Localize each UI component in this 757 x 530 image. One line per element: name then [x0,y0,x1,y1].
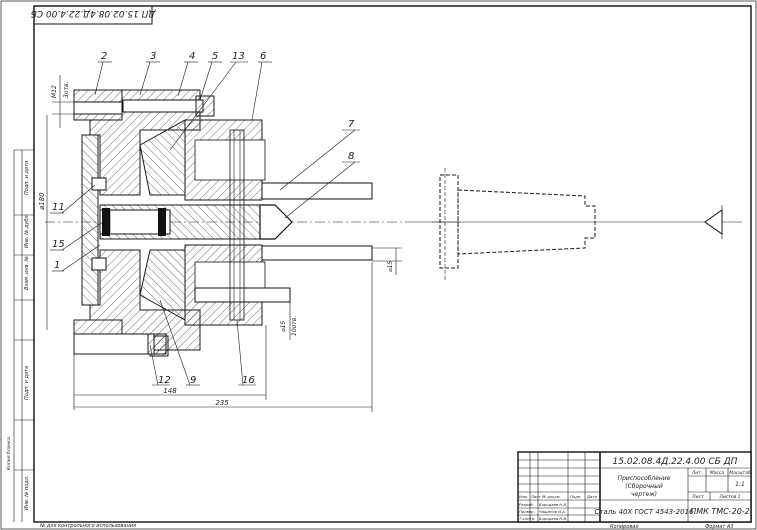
tb-row-sign: Подп. [570,494,582,499]
strip-label-3: Взам. инв. № [24,256,30,290]
strip-label-4: Подп. и дата [24,366,30,400]
tb-sheet: Лист [691,494,704,500]
strip-label-5: Инв. № подл. [24,476,30,511]
dim-d15b: ⌀15 [280,321,287,332]
dim-235: 235 [215,399,229,407]
callout-12: 12 [158,375,171,386]
drawing-frame [33,5,752,523]
tb-name-b: Чащинов И.А. [539,509,566,514]
tb-row-date: Дата [586,494,598,499]
callout-3: 3 [150,51,156,62]
dim-d180: ⌀180 [38,192,46,210]
dim-148: 148 [163,387,177,395]
callout-4: 4 [189,51,195,62]
callouts: 2 3 4 5 13 6 7 8 11 15 1 12 9 16 [50,51,360,386]
tb-col-mass: Масса [710,470,725,476]
dim-depth: 3отв. [63,81,70,98]
callout-13: 13 [232,51,245,62]
tb-copied: Копировал [610,524,639,530]
tb-row-doc: № докум. [541,494,561,499]
tb-col-scale: Масштаб [729,470,751,476]
code-box [33,5,153,25]
tb-col-lit: Лит. [691,470,702,476]
tb-scale-value: 1:1 [735,481,745,488]
tb-sheets: Листов 1 [718,494,740,500]
tb-format: Формат А3 [705,524,733,530]
callout-8: 8 [348,151,354,162]
dim-m12: М12 [51,85,58,98]
dim-holes: 10отв. [291,316,298,336]
tb-row-izm: Изм. [519,494,528,499]
tb-code: 15.02.08.4Д.22.4.00 СБ ДП [613,457,738,467]
tb-name-2: (Сборочный [625,483,663,490]
tb-name-a: Бородаев Н.В. [539,502,567,507]
callout-6: 6 [260,51,266,62]
callout-2: 2 [101,51,107,62]
callout-7: 7 [348,119,355,130]
callout-5: 5 [212,51,218,62]
tb-name-1: Приспособление [618,475,671,482]
strip-label-1: Подп. и дата [24,161,30,195]
left-strip: Подп. и дата Инв. № дубл. Взам. инв. № П… [6,149,34,522]
tb-row-list: Лист [530,494,541,499]
tb-name-3: чертеж) [631,491,657,498]
callout-1: 1 [54,260,60,271]
tb-org: ПМК ТМС-20-2 [690,507,750,516]
callout-9: 9 [190,375,196,386]
callout-16: 16 [242,375,255,386]
tb-role-1: Разраб. [519,502,534,507]
title-block: 15.02.08.4Д.22.4.00 СБ ДП Приспособление… [517,451,752,530]
tb-role-2: Провер. [519,509,535,514]
tb-material: Сталь 40Х ГОСТ 4543-2016 [595,508,695,516]
workpiece-view [432,168,742,282]
callout-15: 15 [52,239,65,250]
assembly-section [45,89,720,357]
strip-label-2: Инв. № дубл. [24,214,30,248]
dim-d15: ⌀15 [387,261,394,272]
bottom-note: № для контрольного использования [39,523,136,529]
rotated-code: ДП 15.02.08.4Д.22.4.00 СБ [31,8,157,18]
dimensions: М12 3отв. ⌀180 ⌀15 ⌀15 10отв. 148 235 [38,75,402,412]
tb-role-3: Т.контр. [519,516,535,521]
strip-note: Копия бланка [6,437,12,470]
tb-name-c: Бородаев Н.В. [539,516,567,521]
callout-11: 11 [52,202,65,213]
